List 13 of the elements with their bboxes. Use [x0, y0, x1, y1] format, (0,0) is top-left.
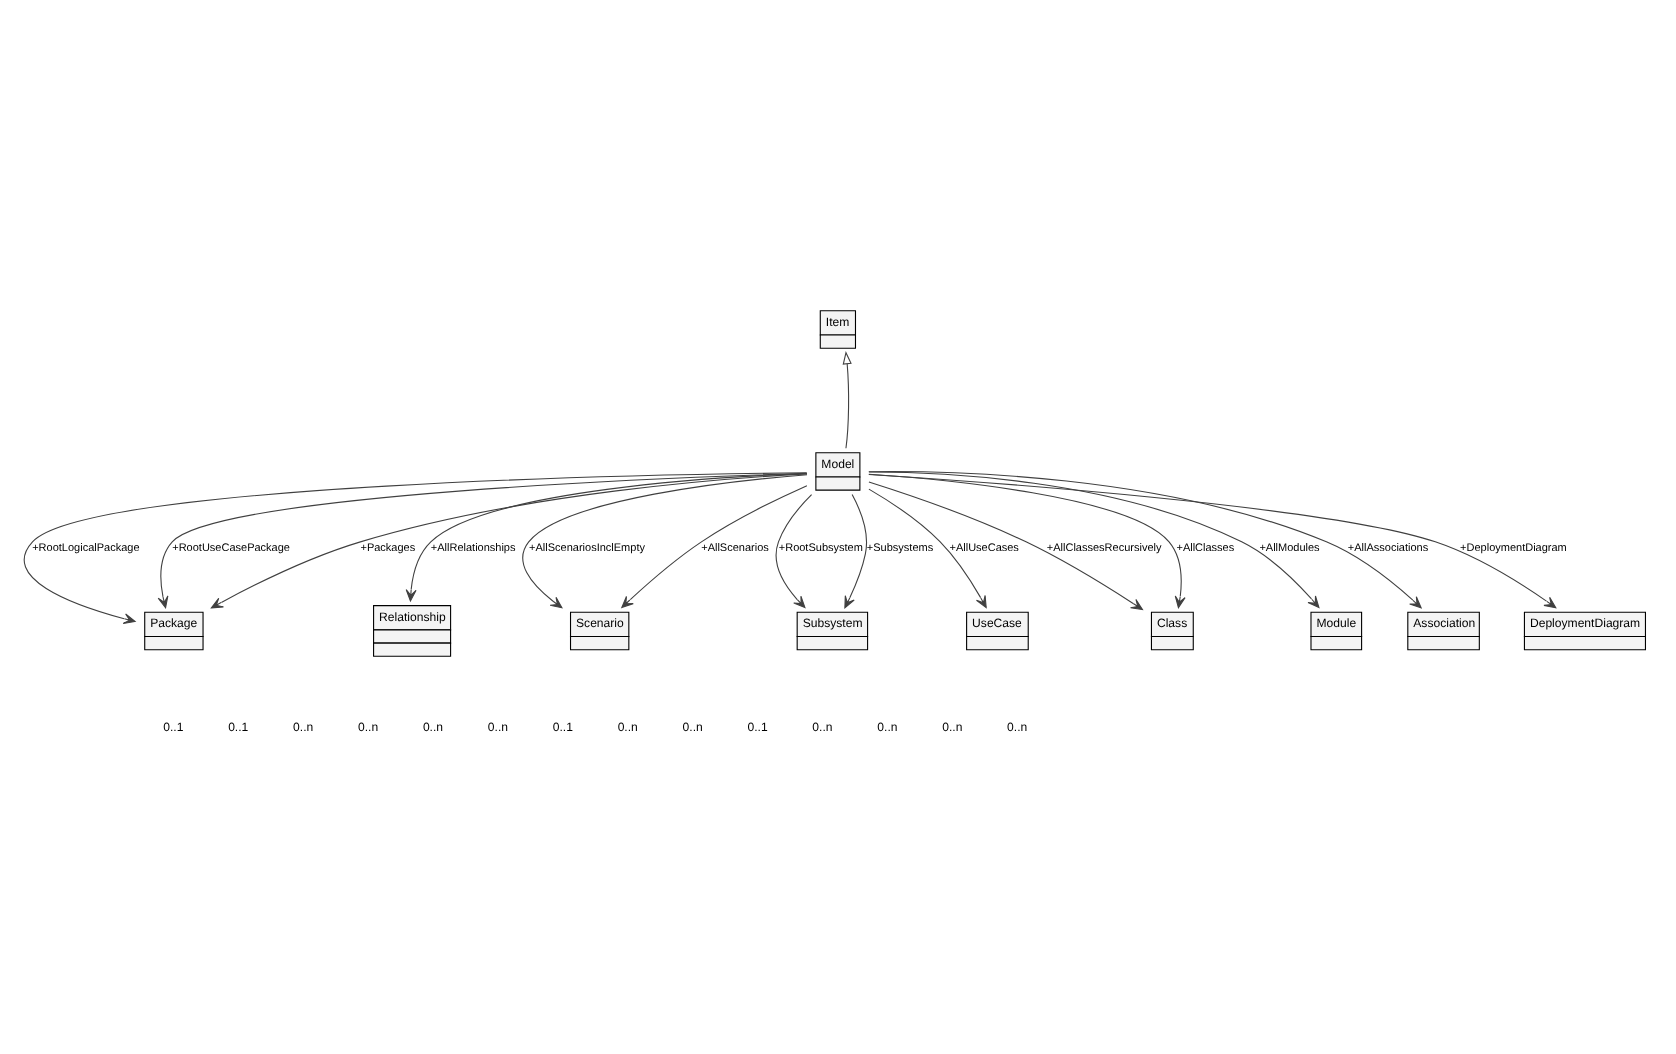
arrow	[620, 485, 807, 609]
arrow	[774, 494, 812, 609]
arrow	[867, 473, 1185, 609]
arrow	[867, 488, 986, 609]
arrow	[521, 474, 807, 609]
arrow	[867, 471, 1421, 609]
arrow	[867, 471, 1319, 609]
arrow	[867, 473, 1556, 609]
arrow	[843, 494, 867, 609]
arrow	[867, 481, 1142, 611]
arrow	[404, 472, 807, 602]
arrow	[22, 472, 807, 625]
arrow	[841, 351, 851, 449]
